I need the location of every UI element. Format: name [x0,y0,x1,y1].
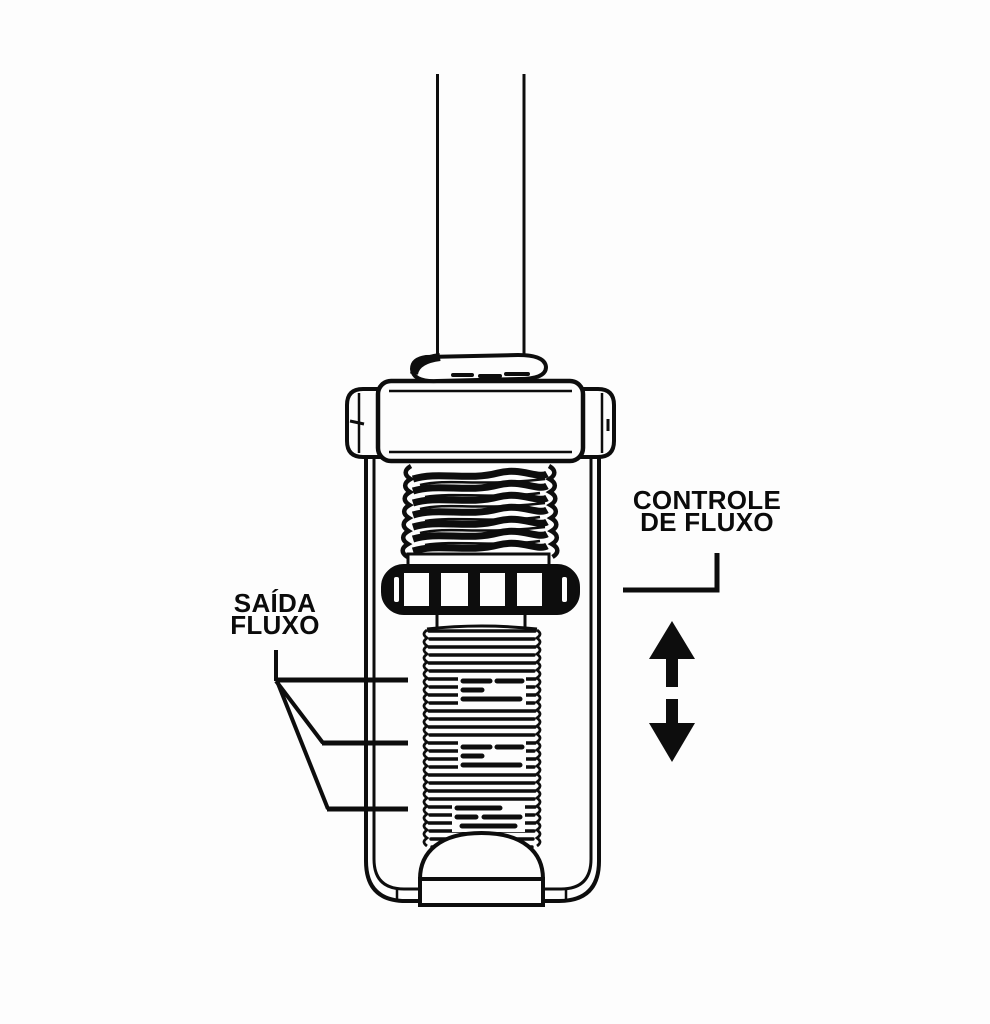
bottom-dome [417,830,546,907]
flow-outlet-label-line2: FLUXO [230,610,320,640]
right-pivot-pin [579,387,616,459]
tube-collar [409,352,549,384]
outlet-ports [452,674,526,832]
dome-base-band [418,877,545,907]
clamp-block [375,378,586,464]
adjustment-screw-threads [400,464,560,559]
outlet-leader-lines [274,650,408,812]
up-down-arrow-icon [649,621,695,762]
supply-tube [436,74,526,358]
nut-neck [426,613,538,631]
knurled-control-nut [381,564,580,615]
flow-control-label-line1: CONTROLE [632,485,782,515]
flow-outlet-label-line1: SAÍDA [233,588,317,618]
flow-control-label-line2: DE FLUXO [640,507,774,537]
flow-control-leader-line [623,553,720,593]
left-pivot-pin [345,387,382,459]
flow-outlet-label: SAÍDA FLUXO [205,588,345,640]
flow-control-label: CONTROLE DE FLUXO [597,485,817,537]
